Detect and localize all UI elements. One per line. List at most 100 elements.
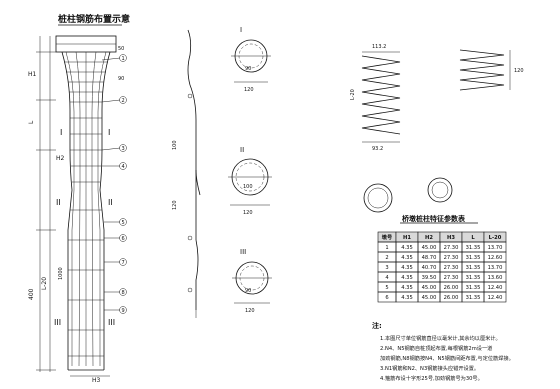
pile-right-edge-lower <box>99 189 105 370</box>
bar-upper-3 <box>75 51 81 190</box>
spiral-dim-right: 120 <box>514 68 524 74</box>
label-l-mid: L-20 <box>41 277 48 290</box>
label-dim-50: 50 <box>118 46 124 52</box>
bar-bend-mark-2 <box>187 235 193 241</box>
table-cell-text: 31.35 <box>466 245 481 251</box>
bar-lower-3 <box>78 189 81 367</box>
table-cell-text: 13.60 <box>488 275 503 281</box>
table-cell-text: 39.50 <box>422 275 437 281</box>
callout-balloons: 1 2 3 4 5 6 7 8 9 <box>101 54 127 314</box>
bar-shape-3 <box>195 239 199 310</box>
ring-detail-1 <box>363 183 393 213</box>
bar-upper-4 <box>91 51 97 190</box>
callout-circle-1 <box>119 54 127 62</box>
table-cell-text: 13.70 <box>488 265 503 271</box>
table-cell-text: 12.60 <box>488 255 503 261</box>
spiral-dim-top: 113.2 <box>372 44 386 50</box>
table-cell-text: 26.00 <box>444 285 459 291</box>
section-3-label: III <box>240 248 246 256</box>
label-dim-90: 90 <box>118 76 124 82</box>
table-cell-text: 2 <box>385 255 388 261</box>
pile-right-edge-upper <box>99 51 111 191</box>
section-2-d1: 100 <box>243 184 253 190</box>
label-dim-400: 400 <box>28 288 35 300</box>
section-2-label: II <box>240 146 244 154</box>
table-cell-text: 27.30 <box>444 255 459 261</box>
table-cell-text: 45.00 <box>422 295 437 301</box>
callout-circle-9 <box>119 306 127 314</box>
callout-circle-6 <box>119 234 127 242</box>
label-dim-1000: 1000 <box>58 267 64 280</box>
table-cell-text: 4 <box>385 275 389 281</box>
bar-dim-1: 100 <box>172 140 178 150</box>
notes-heading: 注: <box>372 321 382 330</box>
section-mark-i-left: I <box>60 128 62 137</box>
table-cell-text: 4.35 <box>401 285 413 291</box>
label-l-top: L <box>28 120 35 124</box>
label-h1: H1 <box>28 71 37 78</box>
bar-upper-1 <box>65 51 75 190</box>
section-3-d1: 90 <box>245 288 251 294</box>
table-cell-text: 31.35 <box>466 285 481 291</box>
table-cell <box>483 291 507 303</box>
table-cell-text: 48.70 <box>422 255 437 261</box>
callout-circle-8 <box>119 288 127 296</box>
note-line-4: 3.N1钢筋和N2、N3钢筋接头应错开设置。 <box>380 364 479 372</box>
callout-text-2: 2 <box>122 98 125 104</box>
table-cell-text: 26.00 <box>444 295 459 301</box>
table-cell-text: 12.40 <box>488 285 503 291</box>
callout-text-7: 7 <box>122 260 125 266</box>
note-line-2: 2.N4、N5钢筋自桩顶起布置,每根钢筋2m设一道 <box>380 344 492 352</box>
table-cell-text: 31.35 <box>466 275 481 281</box>
spiral-detail-right: 120 <box>459 49 524 91</box>
table-cell-text: 13.70 <box>488 245 503 251</box>
bar-lower-4 <box>91 189 94 367</box>
callout-circle-2 <box>119 96 127 104</box>
ring-detail-1-inner <box>367 187 389 209</box>
bar-shape-detail: 100 120 <box>172 29 201 318</box>
ring-detail-2 <box>427 177 453 203</box>
note-line-1: 1.本图尺寸单位钢筋直径以毫米计,其余均以厘米计。 <box>380 334 501 342</box>
section-2-d2: 120 <box>243 210 253 216</box>
table-cell-text: 45.00 <box>422 285 437 291</box>
section-3: 90 120 III <box>232 248 272 314</box>
section-1-d1: 90 <box>245 66 251 72</box>
table-cell-text: 4.35 <box>401 295 413 301</box>
table-cell-text: 5 <box>385 285 388 291</box>
table-cell-text: 4.35 <box>401 245 413 251</box>
spiral-detail-left: 113.2 93.2 L-20 <box>350 44 401 152</box>
section-mark-i-right: I <box>108 128 110 137</box>
table-header-text: H1 <box>403 235 411 241</box>
main-title: 桩柱钢筋布置示意 <box>58 13 130 25</box>
callout-circle-3 <box>119 144 127 152</box>
table-cell-text: 12.40 <box>488 295 503 301</box>
section-1-label: I <box>240 26 242 34</box>
table-header-text: L <box>471 235 475 241</box>
table-title: 桥墩桩柱特征参数表 <box>402 214 466 223</box>
note-line-5: 4.箍筋布设十字形25号,加劲钢筋号为30号。 <box>380 374 483 382</box>
section-mark-ii-left: II <box>56 198 61 207</box>
table-cell-text: 31.35 <box>466 255 481 261</box>
pile-left-edge-upper <box>61 51 73 191</box>
section-mark-ii-right: II <box>108 198 113 207</box>
table-cell-text: 3 <box>385 265 388 271</box>
callout-circle-5 <box>119 218 127 226</box>
bar-dim-2: 120 <box>172 200 178 210</box>
ring-detail-2-inner <box>431 181 449 199</box>
spiral-right-zigzag <box>459 49 505 91</box>
bar-upper-2 <box>97 51 107 190</box>
hoops-upper <box>64 61 108 183</box>
callout-text-8: 8 <box>122 290 125 296</box>
callout-text-9: 9 <box>122 308 125 314</box>
spiral-left-zigzag <box>361 55 401 135</box>
section-2: 100 120 II <box>228 146 272 216</box>
table-cell-text: 4.35 <box>401 275 413 281</box>
section-1-d2: 120 <box>244 87 254 93</box>
hoops-lower <box>68 209 104 357</box>
label-h3: H3 <box>92 377 101 384</box>
section-3-d2: 120 <box>245 308 255 314</box>
callout-text-3: 3 <box>122 146 125 152</box>
label-h2: H2 <box>56 155 65 162</box>
table-cell-text: 40.70 <box>422 265 437 271</box>
